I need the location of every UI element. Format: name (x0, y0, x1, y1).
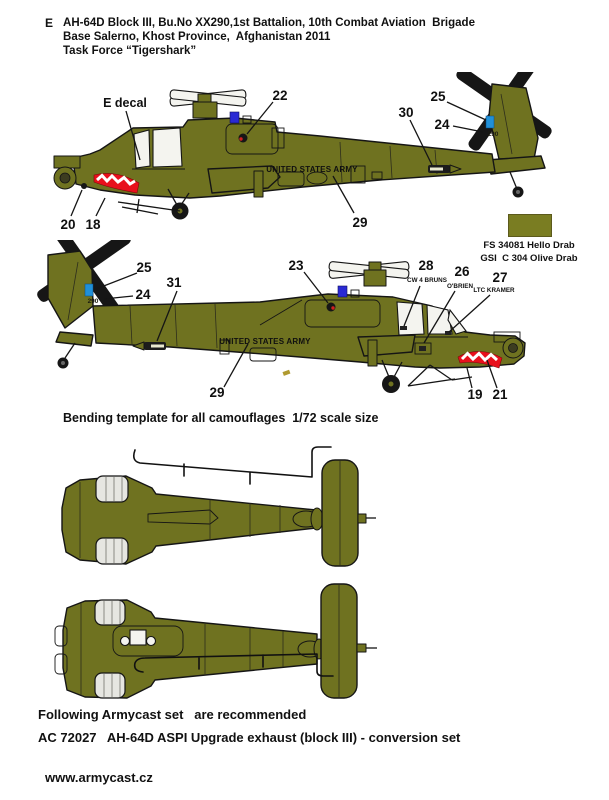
callout-31: 31 (166, 275, 182, 290)
crew-name-27: LTC KRAMER (473, 287, 515, 294)
engine-nacelle (95, 537, 129, 565)
callout-27: 27 (492, 270, 507, 285)
website-url: www.armycast.cz (45, 770, 153, 785)
engine-nacelle (95, 475, 129, 503)
chin-sensor-dot (81, 183, 87, 189)
variant-letter: E (45, 16, 54, 30)
engine-nacelle (94, 672, 126, 699)
nose-sensor-box (53, 155, 81, 169)
bending-template-heading: Bending template for all camouflages 1/7… (63, 411, 379, 425)
name-decal-mark-26 (419, 346, 426, 351)
callout-26: 26 (454, 264, 470, 279)
tail-number: 290 (88, 298, 99, 305)
callout-24: 24 (135, 287, 151, 302)
canopy-side-pane (396, 301, 425, 336)
recommended-set-item: AC 72027 AH-64D ASPI Upgrade exhaust (bl… (38, 730, 461, 745)
spine-blue-decal (229, 111, 240, 124)
callout-21: 21 (492, 387, 508, 402)
crew-name-26: O'BRIEN (447, 283, 473, 290)
canopy-side-pane (152, 127, 183, 168)
callout-18: 18 (85, 217, 101, 232)
callout-28: 28 (418, 258, 434, 273)
crew-name-28: CW 4 BRUNS (407, 277, 447, 284)
callout-25: 25 (136, 260, 152, 275)
header-line-2: Base Salerno, Khost Province, Afghanista… (63, 31, 331, 43)
bend-line (133, 653, 334, 677)
bending-template-top-view-1 (61, 446, 376, 567)
name-decal-mark-28 (400, 326, 407, 330)
recommended-sets-line: Following Armycast set are recommended (38, 707, 307, 722)
callout-23: 23 (288, 258, 304, 273)
fuselage-text: UNITED STATES ARMY (266, 165, 358, 174)
helicopter-side-profile-right: 290 UNITED STATES ARMY 25 24 31 23 28 CW… (37, 240, 526, 402)
callout-e-decal: E decal (103, 96, 147, 110)
danger-arrow-decal (132, 341, 166, 351)
stabilator (486, 155, 546, 175)
paint-fs-line: FS 34081 Hello Drab (483, 240, 575, 251)
tail-number: 290 (488, 131, 499, 138)
callout-25: 25 (430, 89, 446, 104)
fuselage-top-view (62, 599, 318, 699)
main-rotor-schematic-icon (169, 89, 247, 119)
callout-19: 19 (467, 387, 482, 402)
callout-20: 20 (60, 217, 75, 232)
tail-fin (488, 83, 539, 160)
header-line-3: Task Force “Tigershark” (63, 45, 197, 57)
header-text: AH-64D Block III, Bu.No XX290,1st Battal… (63, 16, 475, 58)
header: E AH-64D Block III, Bu.No XX290,1st Batt… (45, 16, 475, 58)
callout-30: 30 (398, 105, 413, 120)
windshield-pane (447, 308, 467, 335)
fin-blue-decal (84, 283, 94, 297)
callout-22: 22 (272, 88, 287, 103)
paint-swatch (508, 214, 552, 237)
callout-29: 29 (209, 385, 224, 400)
canopy-front-pane (133, 129, 151, 169)
callouts: 25 24 31 23 28 CW 4 BRUNS 26 O'BRIEN 27 … (95, 258, 515, 402)
stabilator (55, 331, 94, 347)
main-rotor-schematic-icon (328, 261, 410, 287)
spine-blue-decal (337, 285, 348, 298)
fuselage-text: UNITED STATES ARMY (219, 337, 311, 346)
fin-blue-decal (485, 115, 495, 129)
paint-chip-speck (282, 369, 291, 376)
danger-arrow-decal (428, 164, 462, 174)
callout-29: 29 (352, 215, 367, 230)
engine-nacelle (94, 599, 126, 626)
paint-reference: FS 34081 Hello Drab GSI C 304 Olive Drab (448, 240, 609, 265)
callouts: E decal 22 30 25 24 20 18 29 (60, 88, 487, 232)
rotor-hub-plate (112, 625, 184, 657)
bending-template-top-view-2 (54, 583, 377, 699)
name-decal-mark-27 (445, 331, 451, 335)
paint-gsi-line: GSI C 304 Olive Drab (480, 252, 578, 264)
bend-line (133, 446, 332, 485)
helicopter-side-profile-left: 290 UNITED STATES ARMY E decal 22 30 25 … (53, 72, 552, 232)
header-line-1: AH-64D Block III, Bu.No XX290,1st Battal… (63, 17, 475, 29)
callout-24: 24 (434, 117, 450, 132)
stub-wing (357, 334, 416, 357)
